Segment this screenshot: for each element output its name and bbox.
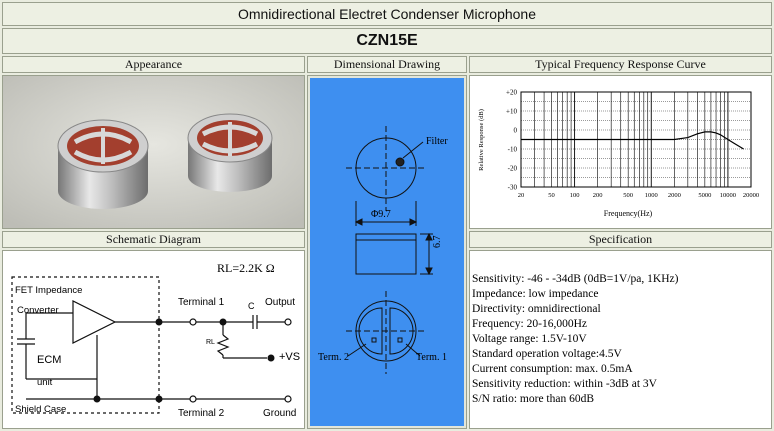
fet-label-1: FET Impedance (15, 285, 83, 296)
unit-label: unit (37, 377, 53, 388)
x-tick-label: 10000 (720, 192, 736, 199)
dimensional-header: Dimensional Drawing (307, 56, 467, 73)
microphone-left (57, 119, 149, 209)
x-tick-label: 20000 (743, 192, 759, 199)
x-tick-label: 100 (570, 192, 580, 199)
height-label: 6.7 (432, 235, 443, 249)
dimensional-drawing (310, 78, 464, 426)
appearance-header: Appearance (2, 56, 305, 73)
chart-ylabel: Relative Response (dB) (478, 109, 485, 171)
chart-xlabel: Frequency(Hz) (604, 209, 653, 218)
spec-list: Sensitivity: -46 - -34dB (0dB=1V/pa, 1KH… (472, 272, 768, 407)
microphone-right (187, 113, 273, 192)
spec-voltage-range: Voltage range: 1.5V-10V (472, 333, 587, 345)
frequency-header: Typical Frequency Response Curve (469, 56, 772, 73)
rl-label: RL (206, 339, 215, 346)
x-tick-label: 5000 (698, 192, 711, 199)
spec-sensitivity: Sensitivity: -46 - -34dB (0dB=1V/pa, 1KH… (472, 273, 679, 285)
x-tick-label: 20 (518, 192, 525, 199)
spec-sn-ratio: S/N ratio: more than 60dB (472, 393, 595, 405)
schematic-panel: RL=2.2K Ω FET Impedance Converter ECM un… (2, 250, 305, 429)
vs-label: +VS (279, 351, 301, 363)
spec-frequency: Frequency: 20-16,000Hz (472, 318, 587, 330)
appearance-panel (2, 75, 305, 229)
term1-label: Term. 1 (416, 352, 447, 363)
response-curve (521, 131, 744, 150)
x-tick-label: 50 (548, 192, 555, 199)
rl-value: RL=2.2K Ω (217, 261, 275, 275)
frequency-panel: +20 +10 0 -10 -20 -30 20 50 100 200 500 1000 2000 50… (469, 75, 772, 229)
spec-current: Current consumption: max. 0.5mA (472, 363, 633, 375)
fet-label-2: Converter (17, 305, 59, 316)
diameter-label: Φ9.7 (371, 209, 391, 220)
x-tick-label: 1000 (645, 192, 658, 199)
specification-panel (469, 250, 772, 429)
ground-label: Ground (263, 408, 297, 419)
model-title: CZN15E (2, 28, 772, 54)
x-tick-label: 500 (623, 192, 633, 199)
schematic-diagram (11, 276, 292, 414)
y-tick-label: -20 (508, 165, 518, 173)
spec-sensitivity-reduction: Sensitivity reduction: within -3dB at 3V (472, 378, 657, 390)
schematic-header: Schematic Diagram (2, 231, 305, 248)
y-tick-label: +20 (506, 89, 517, 97)
dimensional-panel: Filter Φ9.7 6.7 Term. 2 Term. 1 (307, 75, 467, 429)
terminal1-label: Terminal 1 (178, 297, 225, 308)
spec-impedance: Impedance: low impedance (472, 288, 599, 300)
shield-label: Shield Case (15, 404, 67, 415)
ecm-label: ECM (37, 354, 62, 366)
specification-header: Specification (469, 231, 772, 248)
page-title: Omnidirectional Electret Condenser Micro… (2, 2, 772, 26)
output-label: Output (265, 297, 296, 308)
x-tick-label: 2000 (668, 192, 681, 199)
terminal2-label: Terminal 2 (178, 408, 225, 419)
c-label: C (248, 301, 255, 311)
filter-label: Filter (426, 136, 448, 147)
y-tick-label: +10 (506, 108, 517, 116)
spec-operation-voltage: Standard operation voltage:4.5V (472, 348, 622, 360)
y-tick-label: -30 (508, 184, 518, 192)
frequency-response-chart: +20 +10 0 -10 -20 -30 20 50 100 200 500 1000 2000 50… (478, 89, 759, 219)
microphone-photo (3, 76, 304, 228)
y-tick-label: 0 (514, 127, 518, 135)
spec-directivity: Directivity: omnidirectional (472, 303, 601, 315)
y-tick-label: -10 (508, 146, 518, 154)
x-tick-label: 200 (593, 192, 603, 199)
term2-label: Term. 2 (318, 352, 349, 363)
